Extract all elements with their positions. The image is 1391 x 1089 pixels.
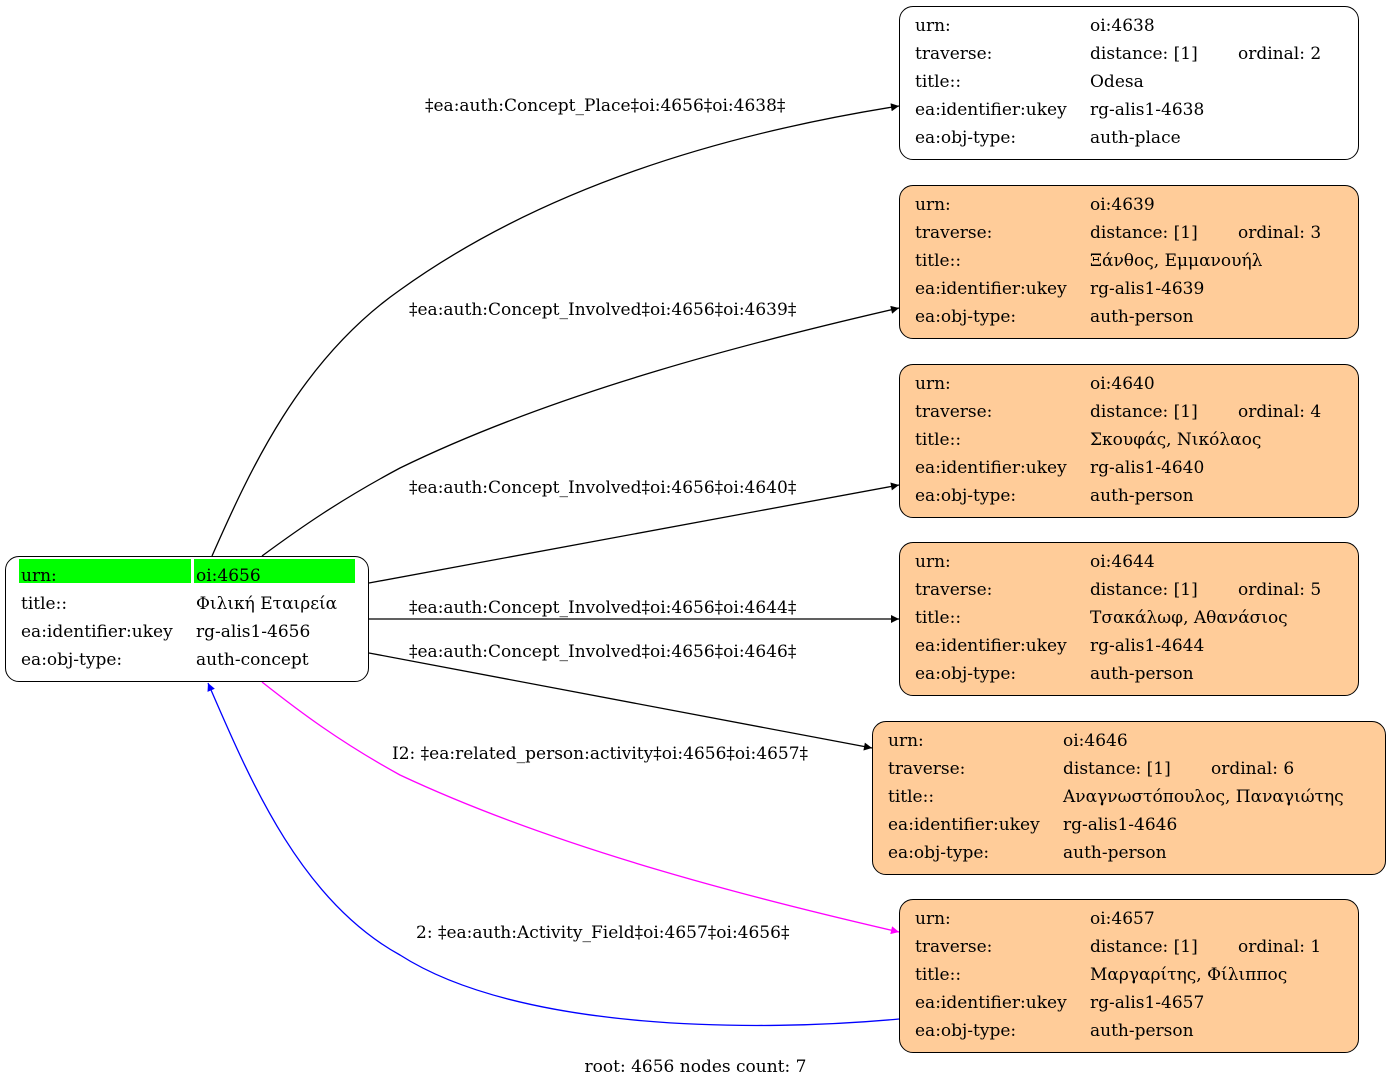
title-label: title:: [915, 72, 962, 92]
ukey-label: ea:identifier:ukey [888, 815, 1040, 835]
urn-value: oi:4638 [1090, 16, 1155, 36]
node-4639[interactable]: urn: oi:4639 traverse: distance: [1] ordina… [899, 185, 1359, 339]
ordinal-value: ordinal: 1 [1238, 937, 1322, 957]
distance-value: distance: [1] [1090, 580, 1198, 600]
edge-4657 [261, 681, 900, 935]
distance-value: distance: [1] [1090, 937, 1198, 957]
edge-4638 [211, 103, 900, 557]
urn-label-highlight [19, 559, 191, 583]
urn-label: urn: [915, 552, 951, 572]
type-label: ea:obj-type: [915, 1021, 1017, 1041]
edge-label-4644: ‡ea:auth:Concept_Involved‡oi:4656‡oi:464… [409, 598, 797, 618]
ordinal-value: ordinal: 6 [1211, 759, 1295, 779]
title-label: title:: [915, 965, 962, 985]
ukey-value: rg-alis1-4657 [1090, 993, 1205, 1013]
traverse-label: traverse: [915, 937, 993, 957]
urn-label: urn: [888, 731, 924, 751]
urn-value-highlight [194, 559, 355, 583]
urn-value: oi:4640 [1090, 374, 1155, 394]
distance-value: distance: [1] [1063, 759, 1171, 779]
root-ukey-value: rg-alis1-4656 [196, 622, 311, 642]
ukey-label: ea:identifier:ukey [915, 636, 1067, 656]
ukey-value: rg-alis1-4638 [1090, 100, 1205, 120]
type-value: auth-place [1090, 128, 1181, 148]
root-urn-label: urn: [21, 566, 57, 586]
type-value: auth-person [1090, 664, 1194, 684]
title-value: Αναγνωστόπουλος, Παναγιώτης [1063, 787, 1344, 807]
ukey-value: rg-alis1-4640 [1090, 458, 1205, 478]
urn-value: oi:4644 [1090, 552, 1155, 572]
root-type-label: ea:obj-type: [21, 650, 123, 670]
edge-label-4646: ‡ea:auth:Concept_Involved‡oi:4656‡oi:464… [409, 642, 797, 662]
ordinal-value: ordinal: 3 [1238, 223, 1322, 243]
edge-4646 [368, 652, 873, 751]
ordinal-value: ordinal: 5 [1238, 580, 1322, 600]
traverse-label: traverse: [915, 44, 993, 64]
root-ukey-label: ea:identifier:ukey [21, 622, 173, 642]
type-label: ea:obj-type: [888, 843, 990, 863]
type-label: ea:obj-type: [915, 307, 1017, 327]
node-4646[interactable]: urn: oi:4646 traverse: distance: [1] ordina… [872, 721, 1386, 875]
urn-label: urn: [915, 195, 951, 215]
title-label: title:: [888, 787, 935, 807]
edge-label-4638: ‡ea:auth:Concept_Place‡oi:4656‡oi:4638‡ [425, 96, 786, 116]
urn-label: urn: [915, 16, 951, 36]
node-4644[interactable]: urn: oi:4644 traverse: distance: [1] ordina… [899, 542, 1359, 696]
root-title-value: Φιλική Εταιρεία [196, 594, 338, 614]
distance-value: distance: [1] [1090, 223, 1198, 243]
graph-footer: root: 4656 nodes count: 7 [584, 1057, 807, 1077]
type-value: auth-person [1090, 307, 1194, 327]
traverse-label: traverse: [915, 223, 993, 243]
root-title-label: title:: [21, 594, 68, 614]
type-label: ea:obj-type: [915, 486, 1017, 506]
root-type-value: auth-concept [196, 650, 309, 670]
ukey-label: ea:identifier:ukey [915, 100, 1067, 120]
ukey-label: ea:identifier:ukey [915, 458, 1067, 478]
title-label: title:: [915, 430, 962, 450]
edge-label-4640: ‡ea:auth:Concept_Involved‡oi:4656‡oi:464… [409, 478, 797, 498]
node-4657[interactable]: urn: oi:4657 traverse: distance: [1] ordina… [899, 899, 1359, 1053]
distance-value: distance: [1] [1090, 44, 1198, 64]
node-4638[interactable]: urn: oi:4638 traverse: distance: [1] ordina… [899, 6, 1359, 160]
edge-label-4657: I2: ‡ea:related_person:activity‡oi:4656‡… [392, 744, 809, 764]
ukey-value: rg-alis1-4644 [1090, 636, 1205, 656]
type-label: ea:obj-type: [915, 664, 1017, 684]
ukey-value: rg-alis1-4646 [1063, 815, 1178, 835]
urn-label: urn: [915, 374, 951, 394]
type-label: ea:obj-type: [915, 128, 1017, 148]
traverse-label: traverse: [915, 402, 993, 422]
ordinal-value: ordinal: 2 [1238, 44, 1322, 64]
title-label: title:: [915, 251, 962, 271]
ukey-label: ea:identifier:ukey [915, 993, 1067, 1013]
title-value: Ξάνθος, Εμμανουήλ [1090, 251, 1263, 271]
title-value: Μαργαρίτης, Φίλιππος [1090, 965, 1288, 985]
type-value: auth-person [1090, 1021, 1194, 1041]
title-value: Σκουφάς, Νικόλαος [1090, 430, 1262, 450]
edge-4640 [368, 482, 900, 584]
type-value: auth-person [1090, 486, 1194, 506]
ukey-value: rg-alis1-4639 [1090, 279, 1205, 299]
urn-value: oi:4639 [1090, 195, 1155, 215]
node-4640[interactable]: urn: oi:4640 traverse: distance: [1] ordina… [899, 364, 1359, 518]
edge-label-4639: ‡ea:auth:Concept_Involved‡oi:4656‡oi:463… [409, 300, 797, 320]
edge-4657-back [207, 682, 900, 1027]
urn-value: oi:4646 [1063, 731, 1128, 751]
ukey-label: ea:identifier:ukey [915, 279, 1067, 299]
type-value: auth-person [1063, 843, 1167, 863]
title-label: title:: [915, 608, 962, 628]
root-node[interactable]: urn: oi:4656 title:: Φιλική Εταιρεία ea:… [5, 556, 369, 682]
edge-label-4657-back: 2: ‡ea:auth:Activity_Field‡oi:4657‡oi:46… [416, 923, 790, 943]
urn-label: urn: [915, 909, 951, 929]
distance-value: distance: [1] [1090, 402, 1198, 422]
traverse-label: traverse: [888, 759, 966, 779]
ordinal-value: ordinal: 4 [1238, 402, 1322, 422]
edge-4639 [261, 305, 900, 557]
title-value: Odesa [1090, 72, 1144, 92]
urn-value: oi:4657 [1090, 909, 1155, 929]
title-value: Τσακάλωφ, Αθανάσιος [1090, 608, 1288, 628]
traverse-label: traverse: [915, 580, 993, 600]
root-urn-value: oi:4656 [196, 566, 261, 586]
